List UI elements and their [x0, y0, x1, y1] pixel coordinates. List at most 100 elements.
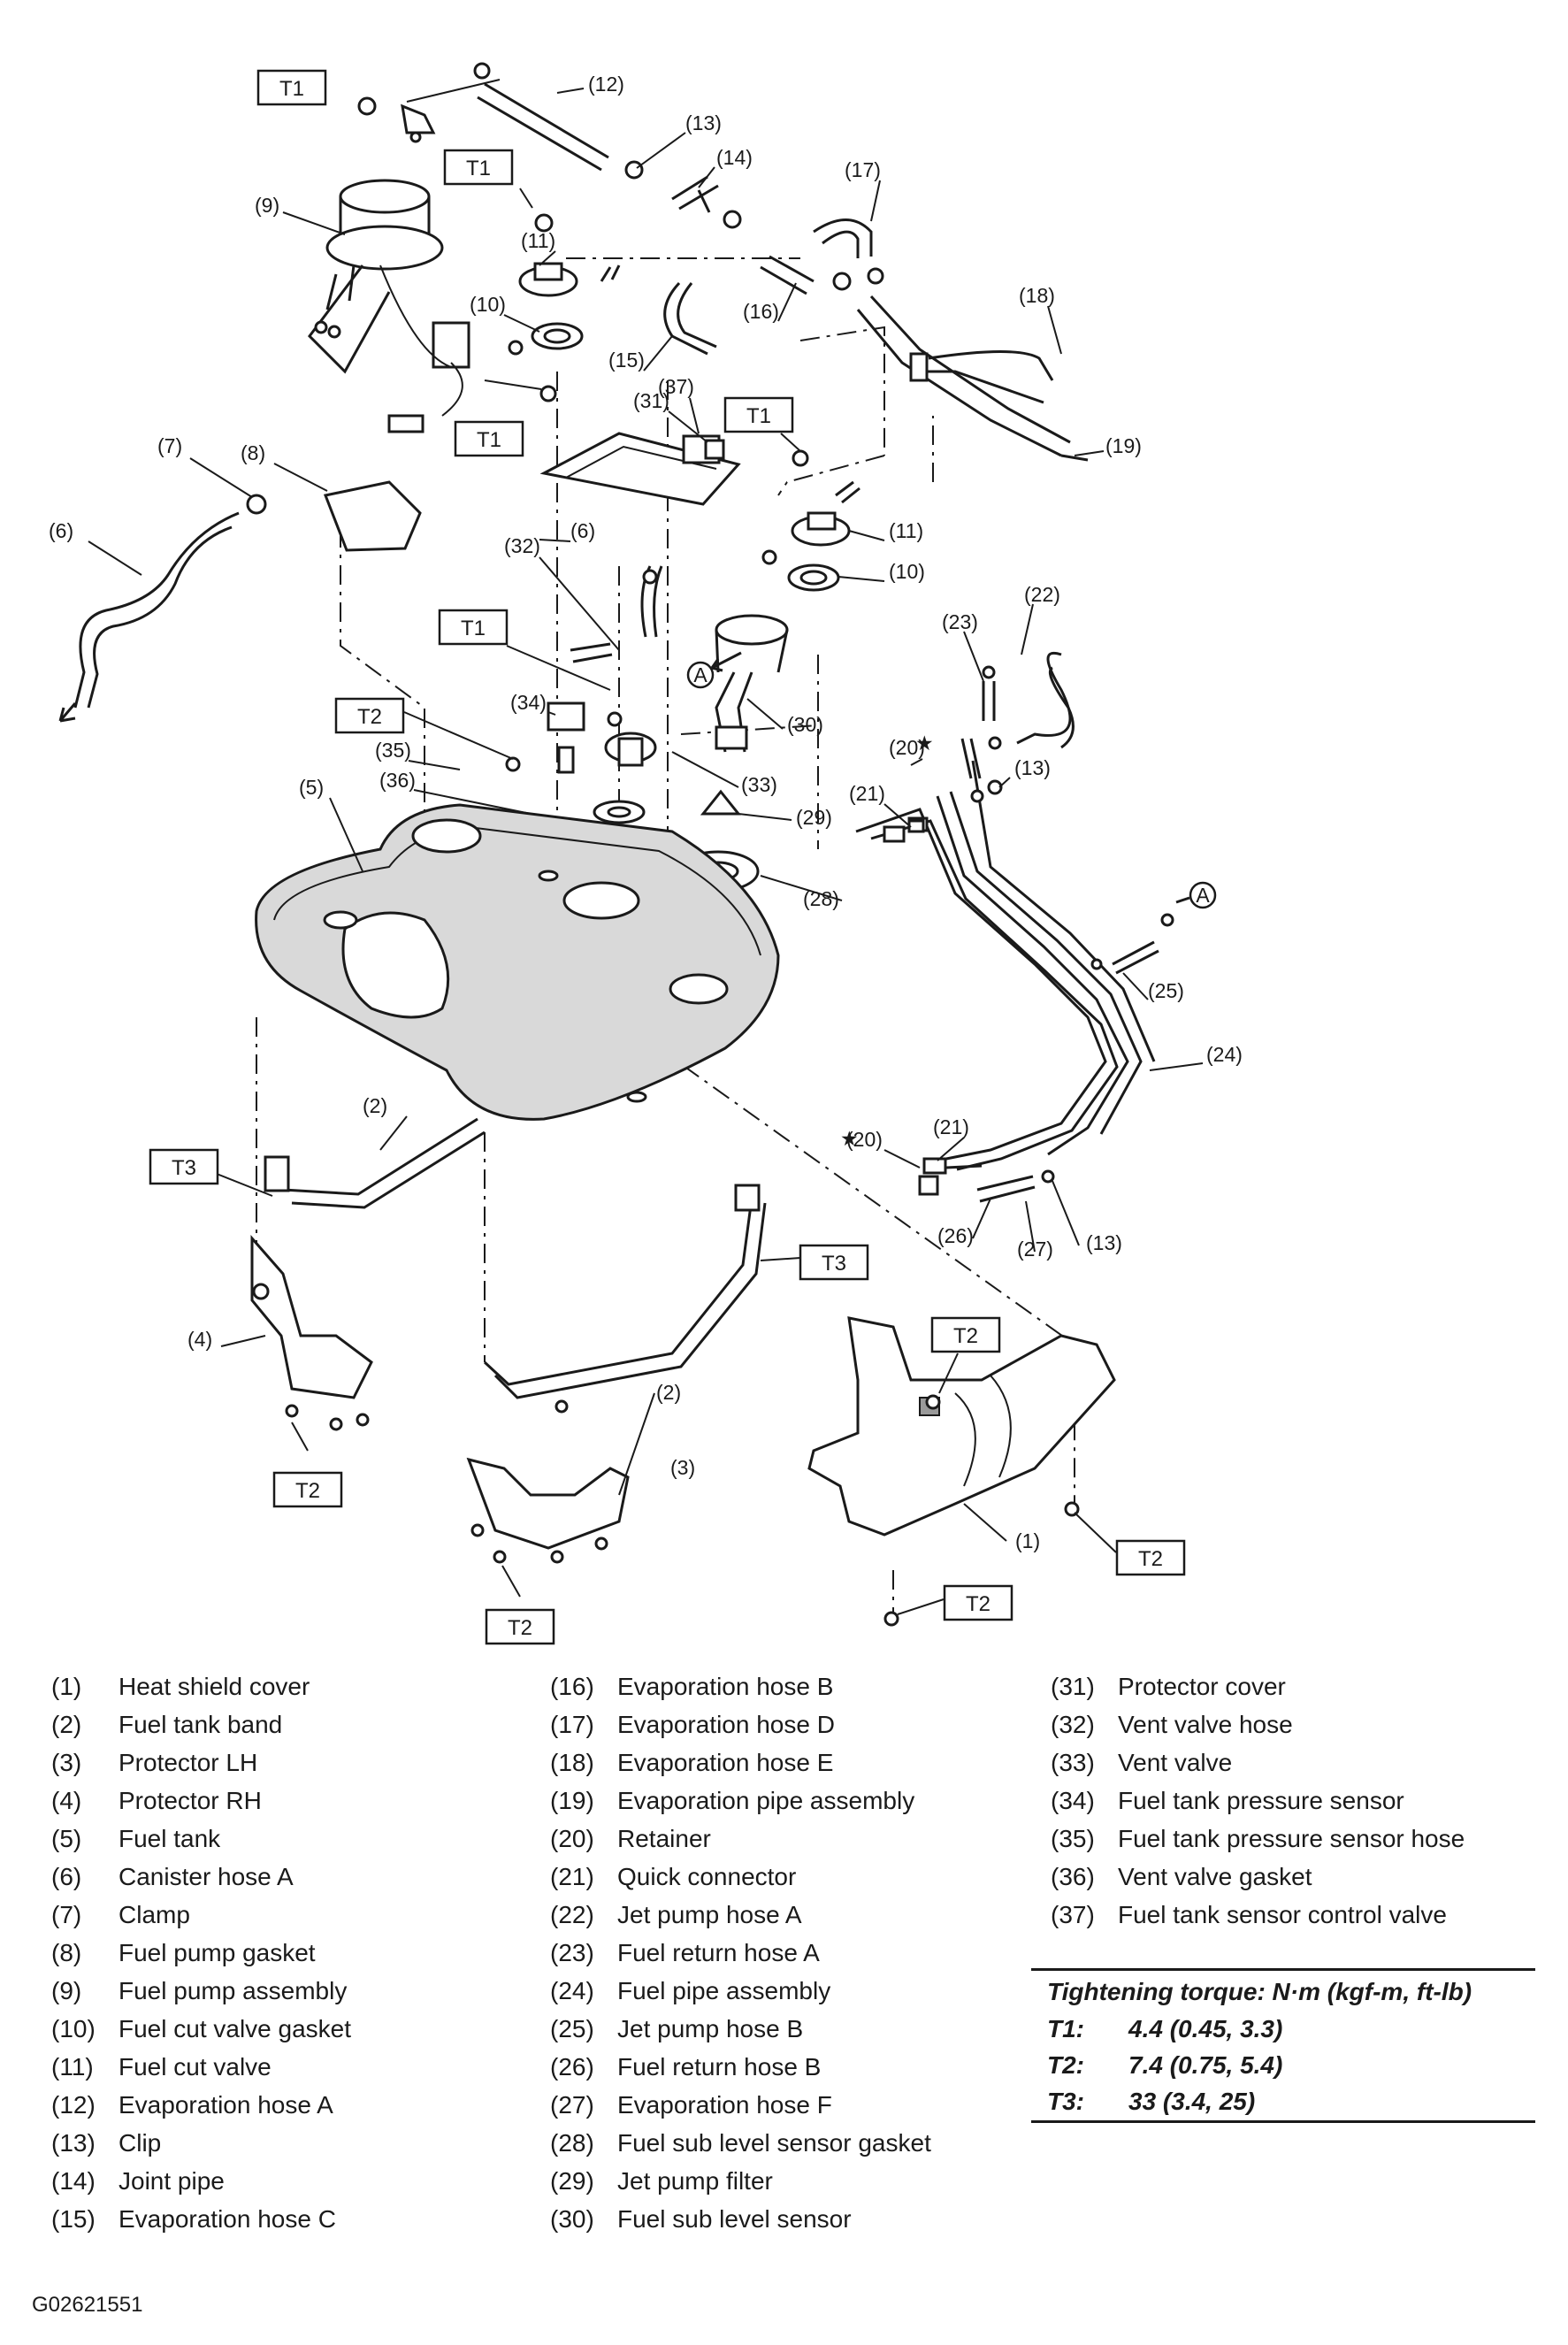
legend-item-name: Quick connector	[617, 1862, 797, 1890]
legend-item: (9)Fuel pump assembly	[51, 1972, 351, 2010]
legend-item: (28)Fuel sub level sensor gasket	[550, 2124, 931, 2162]
torque-top-rule	[1031, 1968, 1535, 1971]
legend-item: (13)Clip	[51, 2124, 351, 2162]
callout-leader	[379, 1115, 408, 1151]
callout-label: (14)	[716, 146, 753, 169]
legend-item-number: (36)	[1051, 1862, 1095, 1890]
legend-item-number: (23)	[550, 1938, 594, 1966]
callout-leader	[738, 813, 792, 821]
torque-box-t2: T2	[1074, 1512, 1186, 1576]
legend-item-name: Fuel pump assembly	[119, 1976, 348, 2004]
legend-item-number: (6)	[51, 1862, 82, 1890]
callout-leader	[937, 1137, 965, 1161]
callout-label: (4)	[187, 1328, 212, 1351]
legend-item: (29) Jet pump filter	[550, 2162, 931, 2200]
legend-item: (2)Fuel tank band	[51, 1705, 351, 1743]
legend-item-number: (31)	[1051, 1672, 1095, 1700]
torque-key: T2:	[1047, 2051, 1084, 2079]
legend-item-number: (20)	[550, 1824, 594, 1852]
torque-box-t2: T2	[272, 1422, 343, 1508]
legend-item-name: Fuel pipe assembly	[617, 1976, 831, 2004]
callout-label: (37)	[658, 375, 694, 398]
legend-item-number: (27)	[550, 2090, 594, 2119]
legend-item-name: Jet pump filter	[617, 2166, 773, 2195]
legend-item-number: (30)	[550, 2204, 594, 2233]
legend-item-number: (25)	[550, 2014, 594, 2042]
callout-leader	[883, 1149, 921, 1169]
legend-item-name: Evaporation hose D	[617, 1710, 835, 1738]
legend-item: (24)Fuel pipe assembly	[550, 1972, 931, 2010]
part-callouts: (1)(2)(2)(3)(4)(5)(6)(6)(7)(8)(9)(10)(10…	[49, 73, 1243, 1552]
callout-label: (20)	[889, 736, 925, 759]
callout-leader	[998, 777, 1011, 788]
torque-key: T3:	[1047, 2088, 1084, 2115]
torque-box-t3: T3	[760, 1244, 869, 1281]
callout-leader	[689, 397, 700, 434]
legend-item-name: Protector RH	[119, 1786, 262, 1814]
callout-label: (23)	[942, 610, 978, 633]
legend-item-number: (8)	[51, 1938, 82, 1966]
callout-leader	[273, 463, 328, 492]
callout-label: (13)	[1014, 756, 1051, 779]
torque-box-label: T2	[508, 1616, 532, 1640]
callout-leader	[220, 1335, 266, 1347]
fuel-cut-valve-left	[508, 213, 584, 402]
legend-item-name: Vent valve	[1118, 1748, 1233, 1776]
callout-label: (17)	[845, 158, 881, 181]
callout-label: (33)	[741, 773, 777, 796]
torque-box-label: T3	[822, 1252, 846, 1276]
parts-legend: (1)Heat shield cover(2)Fuel tank band(3)…	[0, 1667, 1568, 2287]
torque-box-label: T3	[172, 1156, 196, 1180]
protector-lh	[466, 1457, 630, 1564]
torque-box-t1: T1	[256, 69, 501, 106]
legend-item-number: (29)	[550, 2166, 594, 2195]
torque-box-label: T2	[1138, 1547, 1163, 1571]
legend-item: (5)Fuel tank	[51, 1820, 351, 1858]
torque-box-t2: T2	[334, 697, 514, 760]
legend-item-name: Heat shield cover	[119, 1672, 310, 1700]
legend-item: (11)Fuel cut valve	[51, 2048, 351, 2086]
callout-label: (10)	[470, 293, 506, 316]
callout-label: (3)	[670, 1456, 695, 1479]
protector-cover	[539, 432, 741, 506]
callout-leader	[972, 1198, 991, 1239]
callout-label: (2)	[363, 1094, 387, 1117]
heat-shield-cover	[807, 1316, 1116, 1627]
fuel-tank	[255, 803, 780, 1121]
legend-item-name: Joint pipe	[119, 2166, 225, 2195]
callout-label: (34)	[510, 691, 547, 714]
callout-label: (13)	[1086, 1231, 1122, 1254]
legend-item-number: (5)	[51, 1824, 82, 1852]
legend-item-name: Fuel sub level sensor	[617, 2204, 852, 2233]
callout-label: (11)	[521, 229, 555, 252]
canister-hose-left	[58, 480, 422, 723]
legend-item: (25)Jet pump hose B	[550, 2010, 931, 2048]
torque-key: T1:	[1047, 2015, 1084, 2042]
torque-box-label: T2	[966, 1592, 991, 1616]
torque-rows: T1:4.4 (0.45, 3.3)T2:7.4 (0.75, 5.4)T3:3…	[1031, 2012, 1535, 2120]
legend-item: (26)Fuel return hose B	[550, 2048, 931, 2086]
callout-label: (8)	[241, 441, 265, 464]
legend-item: (32)Vent valve hose	[1051, 1705, 1465, 1743]
legend-item-number: (32)	[1051, 1710, 1095, 1738]
legend-item-number: (10)	[51, 2014, 96, 2042]
legend-item-name: Vent valve gasket	[1118, 1862, 1312, 1890]
legend-item: (4)Protector RH	[51, 1782, 351, 1820]
legend-item: (37)Fuel tank sensor control valve	[1051, 1896, 1465, 1934]
legend-item-number: (12)	[51, 2090, 96, 2119]
torque-bottom-rule	[1031, 2120, 1535, 2123]
callout-label: (21)	[849, 782, 885, 805]
callout-leader	[668, 410, 708, 443]
callout-leader	[636, 132, 686, 169]
torque-box-label: T1	[746, 404, 771, 428]
svg-text:A: A	[1196, 884, 1210, 907]
callout-label: (19)	[1105, 434, 1142, 457]
callout-label: (18)	[1019, 284, 1055, 307]
callout-label: (20)	[846, 1128, 883, 1151]
callout-leader	[88, 540, 142, 576]
callout-leader	[413, 789, 532, 815]
torque-box-label: T1	[466, 157, 491, 180]
legend-item-name: Evaporation hose F	[617, 2090, 832, 2119]
fuel-pump-assembly	[308, 96, 470, 433]
legend-column-3: (31)Protector cover(32)Vent valve hose(3…	[1051, 1667, 1465, 1934]
